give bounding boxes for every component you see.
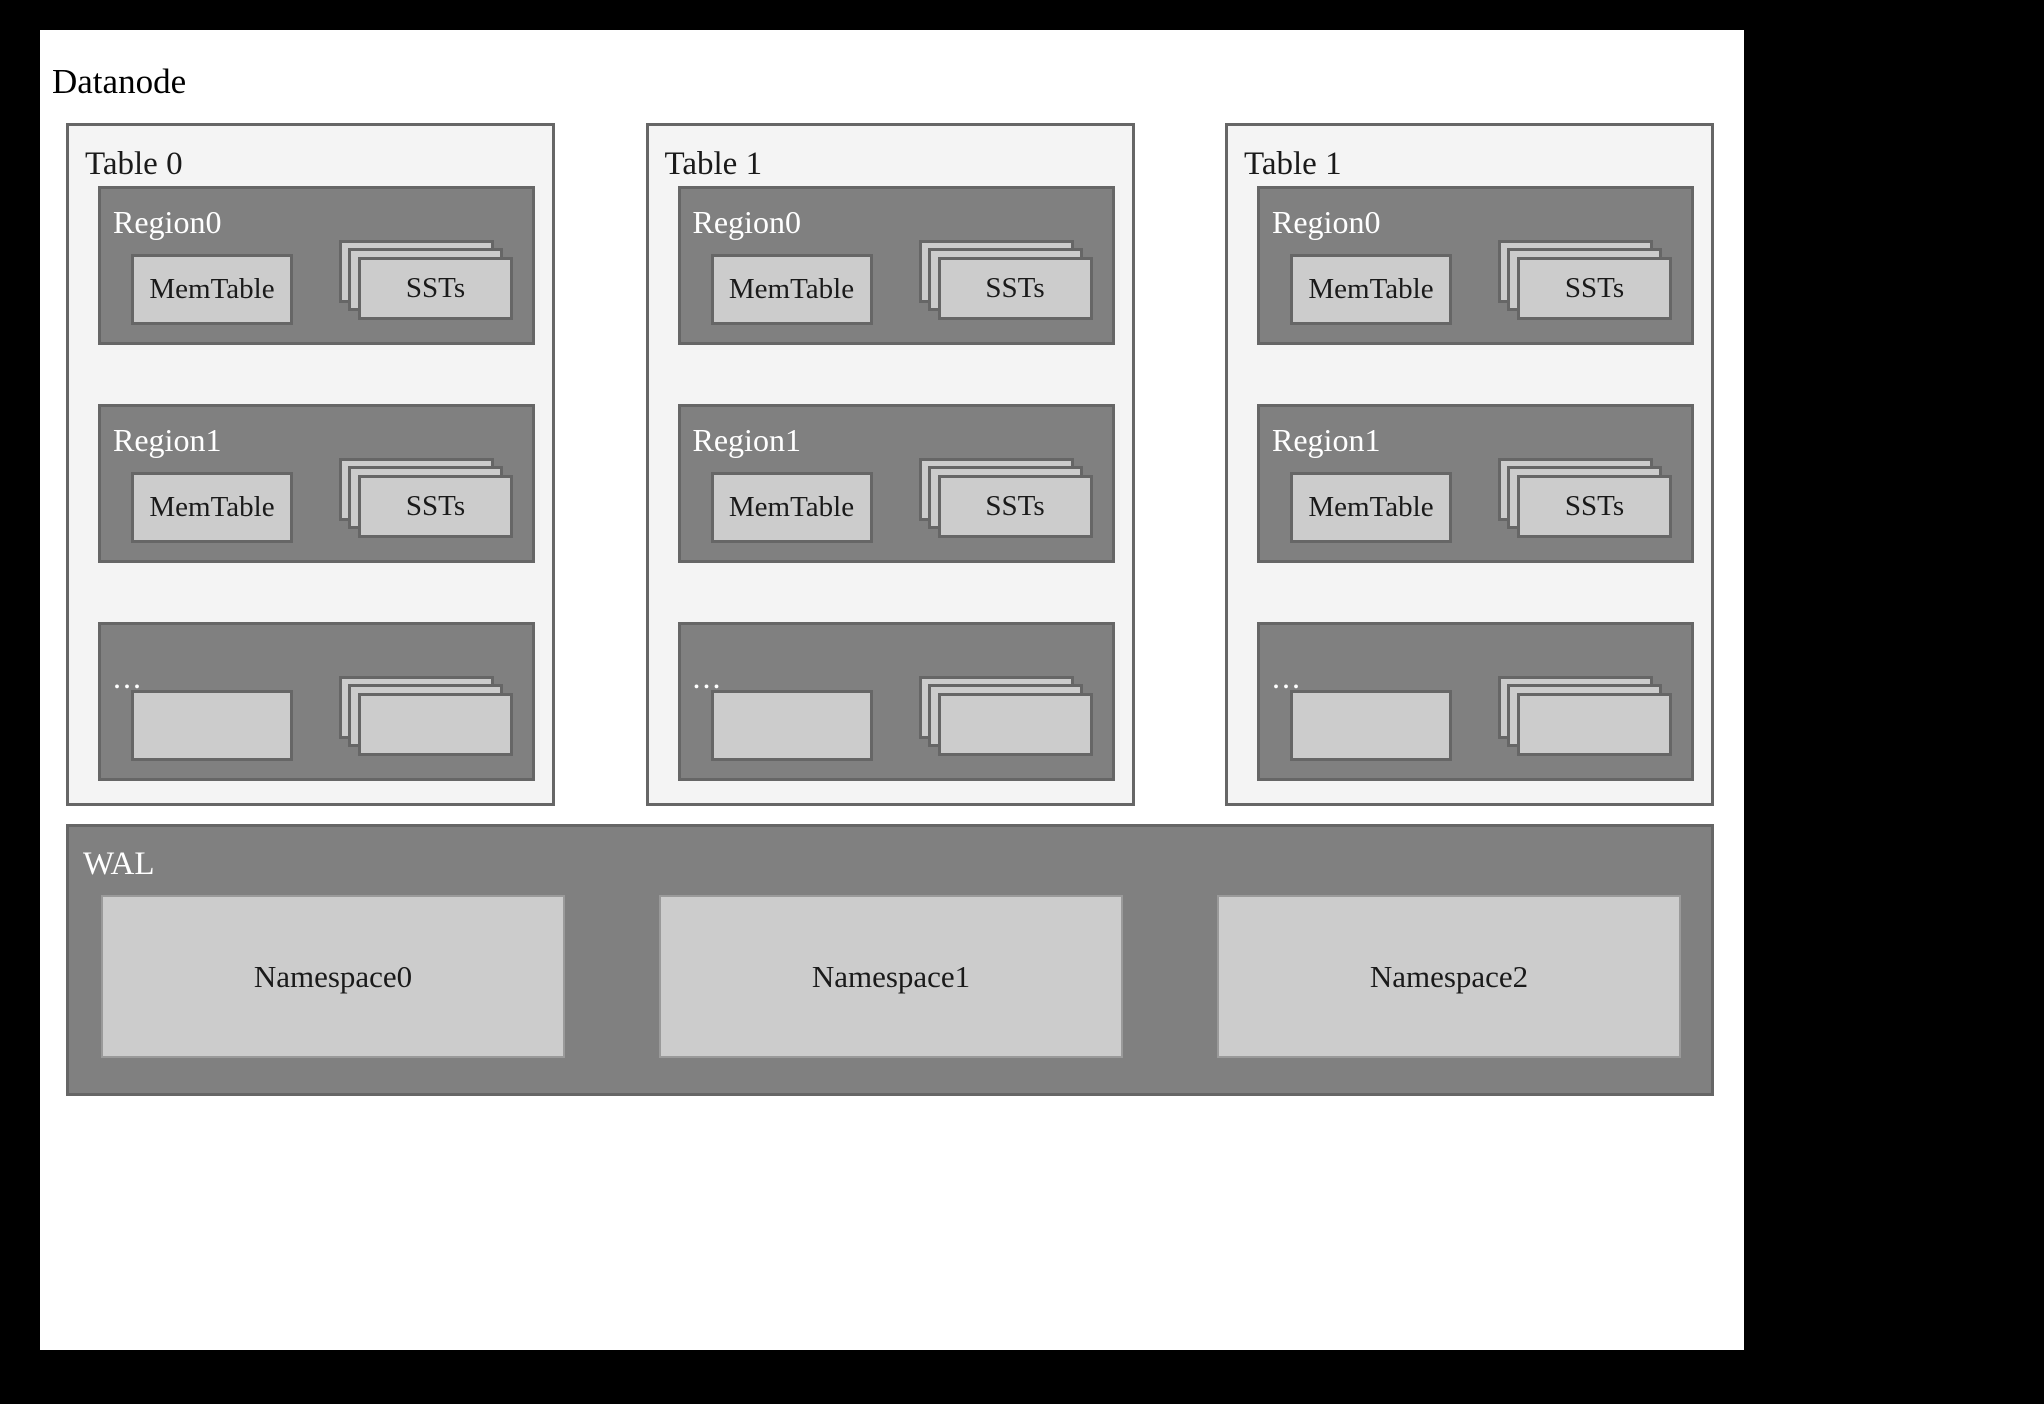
sst-sheet-front: SSTs: [358, 257, 513, 320]
table-label: Table 0: [85, 146, 183, 182]
memtable-box: MemTable: [1290, 472, 1452, 543]
region-box: Region0 MemTable SSTs: [1257, 186, 1694, 345]
region-body: [1290, 676, 1673, 761]
sst-sheet-front: SSTs: [937, 257, 1093, 320]
sst-sheet-front: [358, 693, 513, 756]
sst-stack: [339, 676, 514, 761]
region-label-ellipsis: ...: [1272, 659, 1302, 695]
region-body: MemTable SSTs: [131, 240, 514, 325]
memtable-box: MemTable: [710, 254, 873, 325]
region-label-ellipsis: ...: [113, 659, 143, 695]
region-list: Region0 MemTable SSTs Region1: [1257, 186, 1694, 781]
sst-stack: [1498, 676, 1673, 761]
region-list: Region0 MemTable SSTs Region1: [677, 186, 1115, 781]
table-panel: Table 0 Region0 MemTable SSTs: [66, 123, 555, 806]
region-box: ...: [677, 622, 1115, 781]
sst-stack: SSTs: [918, 458, 1094, 543]
table-label: Table 1: [664, 146, 763, 182]
region-body: [131, 676, 514, 761]
wal-label: WAL: [83, 846, 155, 882]
region-box: ...: [98, 622, 535, 781]
memtable-box: MemTable: [710, 472, 873, 543]
sst-sheet-front: [1517, 693, 1672, 756]
namespace-box: Namespace1: [659, 895, 1123, 1058]
region-label: Region1: [113, 422, 222, 458]
sst-stack: SSTs: [1498, 458, 1673, 543]
namespace-box: Namespace2: [1217, 895, 1681, 1058]
namespace-list: Namespace0 Namespace1 Namespace2: [101, 895, 1681, 1058]
sst-sheet-front: SSTs: [937, 475, 1093, 538]
region-box: Region0 MemTable SSTs: [98, 186, 535, 345]
region-label-ellipsis: ...: [692, 659, 723, 695]
sst-sheet-front: SSTs: [358, 475, 513, 538]
memtable-box: MemTable: [131, 472, 293, 543]
region-list: Region0 MemTable SSTs Region1: [98, 186, 535, 781]
memtable-box: [131, 690, 293, 761]
sst-stack: SSTs: [1498, 240, 1673, 325]
region-body: MemTable SSTs: [1290, 240, 1673, 325]
table-label: Table 1: [1244, 146, 1342, 182]
tables-row: Table 0 Region0 MemTable SSTs: [66, 123, 1714, 806]
page-title: Datanode: [52, 62, 187, 101]
sst-sheet-front: [937, 693, 1093, 756]
diagram-canvas: Datanode Table 0 Region0 MemTable SSTs: [40, 30, 1744, 1350]
memtable-box: [710, 690, 873, 761]
region-body: MemTable SSTs: [710, 458, 1094, 543]
memtable-box: [1290, 690, 1452, 761]
memtable-box: MemTable: [1290, 254, 1452, 325]
region-body: [710, 676, 1094, 761]
sst-stack: SSTs: [339, 458, 514, 543]
sst-stack: [918, 676, 1094, 761]
region-box: Region0 MemTable SSTs: [677, 186, 1115, 345]
sst-sheet-front: SSTs: [1517, 257, 1672, 320]
region-box: Region1 MemTable SSTs: [98, 404, 535, 563]
region-label: Region1: [1272, 422, 1381, 458]
region-label: Region0: [692, 204, 801, 240]
region-label: Region0: [113, 204, 222, 240]
region-body: MemTable SSTs: [131, 458, 514, 543]
sst-stack: SSTs: [918, 240, 1094, 325]
region-box: ...: [1257, 622, 1694, 781]
table-panel: Table 1 Region0 MemTable SSTs: [1225, 123, 1714, 806]
memtable-box: MemTable: [131, 254, 293, 325]
namespace-box: Namespace0: [101, 895, 565, 1058]
region-body: MemTable SSTs: [710, 240, 1094, 325]
sst-sheet-front: SSTs: [1517, 475, 1672, 538]
region-label: Region0: [1272, 204, 1381, 240]
region-label: Region1: [692, 422, 801, 458]
region-box: Region1 MemTable SSTs: [1257, 404, 1694, 563]
wal-panel: WAL Namespace0 Namespace1 Namespace2: [66, 824, 1714, 1096]
region-box: Region1 MemTable SSTs: [677, 404, 1115, 563]
sst-stack: SSTs: [339, 240, 514, 325]
table-panel: Table 1 Region0 MemTable SSTs: [645, 123, 1135, 806]
region-body: MemTable SSTs: [1290, 458, 1673, 543]
